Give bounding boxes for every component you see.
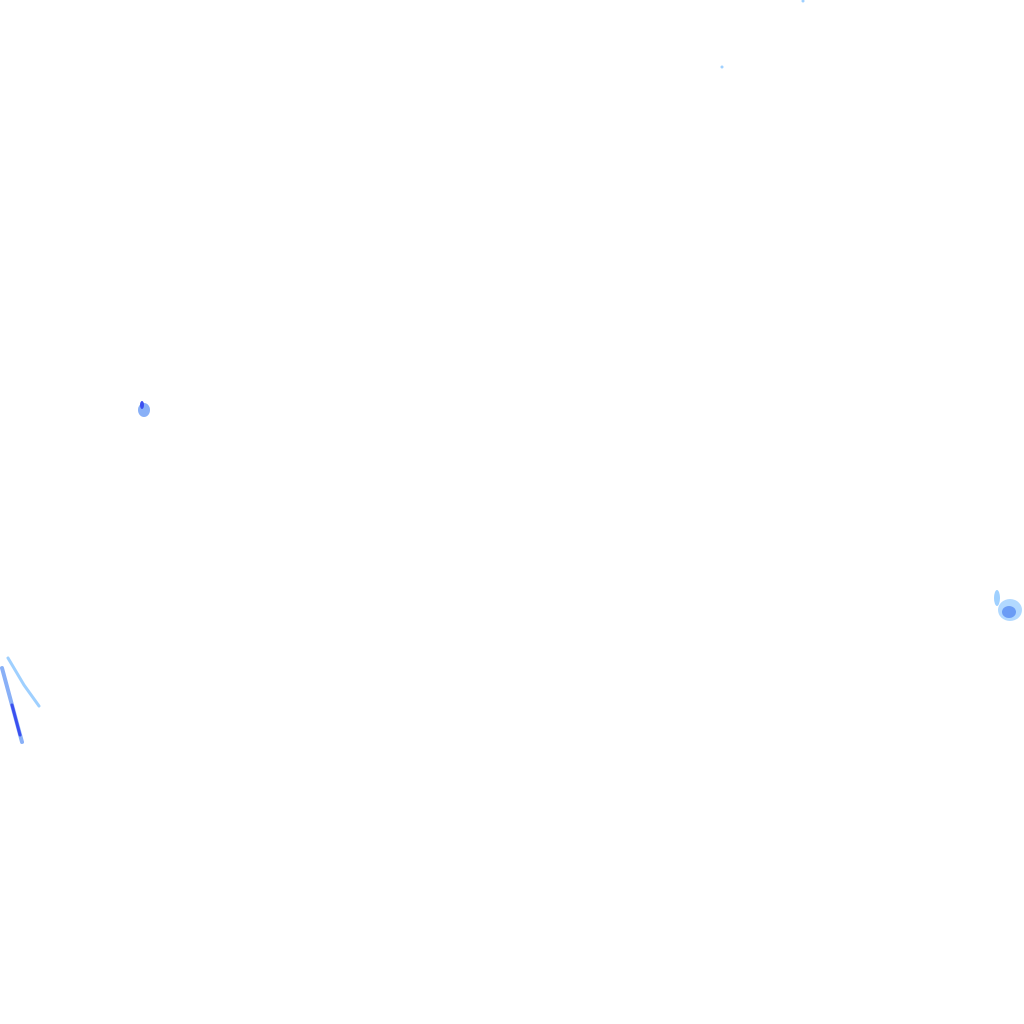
precip-cell xyxy=(994,590,1000,606)
precip-speck xyxy=(801,0,805,3)
precip-streak xyxy=(6,656,41,708)
precip-cell-core xyxy=(140,401,144,409)
precip-speck xyxy=(720,65,724,69)
precip-cell xyxy=(138,403,150,417)
precip-cell-core xyxy=(1002,606,1016,618)
precip-streak-core xyxy=(10,703,22,737)
